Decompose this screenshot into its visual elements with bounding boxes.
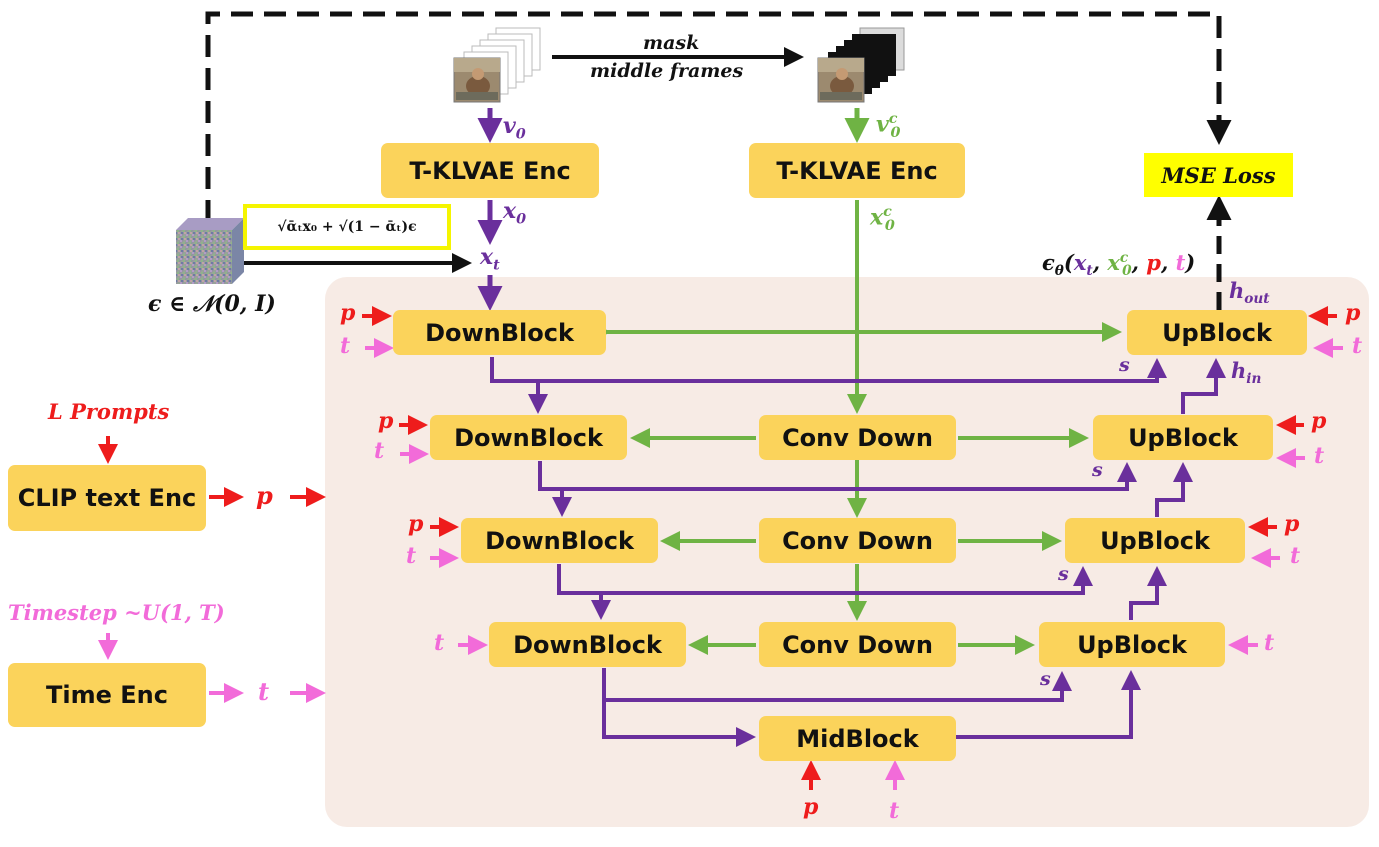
up-block-4-label: UpBlock (1077, 630, 1187, 659)
clip-text-encoder-label: CLIP text Enc (17, 484, 197, 512)
v0c-label: vc0 (876, 111, 901, 141)
vae-encoder-2-label: T-KLVAE Enc (776, 156, 938, 185)
xt-symbol: x (480, 244, 494, 270)
masked-frames-icon (817, 27, 905, 103)
xt-label: xt (480, 244, 500, 274)
v0-symbol: v (503, 113, 516, 139)
up-block-2: UpBlock (1093, 415, 1273, 460)
skip-4 (602, 668, 1072, 702)
skip-1 (490, 357, 1167, 383)
time-encoder-label: Time Enc (46, 681, 168, 709)
s-label-3: s (1058, 563, 1069, 585)
up-block-2-label: UpBlock (1128, 423, 1238, 452)
vae-encoder-1-label: T-KLVAE Enc (409, 156, 571, 185)
output-epsilon: ϵ (1042, 250, 1055, 275)
s-label-2: s (1092, 459, 1103, 481)
video-frames-icon (453, 27, 541, 103)
p-label-up2: p (1311, 408, 1327, 434)
x0c-symbol: x (870, 204, 884, 231)
up2-to-up1 (1181, 358, 1226, 414)
down-block-3: DownBlock (461, 518, 658, 563)
down-block-2: DownBlock (430, 415, 627, 460)
noising-formula: √ᾱₜx₀ + √(1 − ᾱₜ)ϵ (243, 204, 451, 250)
conv-down-2-label: Conv Down (782, 526, 933, 555)
p-label-down2: p (378, 408, 394, 434)
down-block-1: DownBlock (393, 310, 606, 355)
mask-label-line2: middle frames (590, 60, 744, 82)
p-label-down3: p (408, 511, 424, 537)
noise-cube-icon (176, 218, 244, 284)
t-label-up2: t (1314, 443, 1325, 469)
down-block-2-label: DownBlock (454, 423, 603, 452)
h-out-label: hout (1229, 278, 1270, 308)
t-label-down2: t (374, 438, 385, 464)
p-label-down1: p (340, 300, 356, 326)
s-label-4: s (1040, 668, 1051, 690)
h-in-symbol: h (1231, 358, 1247, 383)
up-block-3-label: UpBlock (1100, 526, 1210, 555)
x0-symbol: x (503, 198, 517, 224)
output-expression: ϵθ(xt, xc0, p, t) (1042, 250, 1196, 280)
t-label-time: t (258, 677, 270, 706)
x0c-label: xc0 (870, 204, 895, 234)
time-encoder: Time Enc (8, 663, 206, 727)
up-block-4: UpBlock (1039, 622, 1225, 667)
mid-block-label: MidBlock (796, 724, 919, 753)
up4-to-up3 (1129, 566, 1167, 620)
x0-label: x0 (503, 198, 527, 228)
v0c-symbol: v (876, 111, 889, 138)
mask-label-line1: mask (643, 32, 700, 54)
mse-loss-label: MSE Loss (1161, 162, 1276, 188)
down-block-4-label: DownBlock (513, 630, 662, 659)
vae-encoder-1: T-KLVAE Enc (381, 143, 599, 198)
p-label-up3: p (1284, 511, 1300, 537)
t-label-down3: t (406, 543, 417, 569)
vae-encoder-2: T-KLVAE Enc (749, 143, 965, 198)
up-block-3: UpBlock (1065, 518, 1245, 563)
noising-formula-text: √ᾱₜx₀ + √(1 − ᾱₜ)ϵ (277, 219, 417, 235)
mse-loss-box: MSE Loss (1144, 153, 1293, 197)
down-block-3-label: DownBlock (485, 526, 634, 555)
p-label-clip: p (256, 481, 273, 510)
clip-text-encoder: CLIP text Enc (8, 465, 206, 531)
h-out-symbol: h (1229, 278, 1245, 303)
conv-down-2: Conv Down (759, 518, 956, 563)
up3-to-up2 (1155, 462, 1193, 517)
up-block-1-label: UpBlock (1162, 318, 1272, 347)
noise-distribution-label: ϵ ∈ 𝒩(0, I) (148, 291, 276, 317)
conv-down-3: Conv Down (759, 622, 956, 667)
t-label-up1: t (1352, 333, 1363, 359)
v0-label: v0 (503, 113, 526, 143)
p-label-mid: p (803, 794, 819, 820)
up-block-1: UpBlock (1127, 310, 1307, 355)
conv-down-3-label: Conv Down (782, 630, 933, 659)
down-block-4: DownBlock (489, 622, 686, 667)
conv-down-1-label: Conv Down (782, 423, 933, 452)
conv-down-1: Conv Down (759, 415, 956, 460)
t-label-mid: t (889, 798, 900, 824)
dashed-loss-path (205, 11, 1232, 222)
down-to-mid (602, 700, 756, 747)
t-label-down1: t (340, 333, 351, 359)
t-label-down4: t (434, 630, 445, 656)
h-in-label: hin (1231, 358, 1262, 388)
timestep-label: Timestep ~U(1, T) (8, 600, 225, 625)
skip-2 (538, 461, 1137, 491)
mid-to-up4 (955, 670, 1141, 739)
p-label-up1: p (1345, 300, 1361, 326)
s-label-1: s (1119, 354, 1130, 376)
skip-3 (557, 564, 1093, 595)
down-block-1-label: DownBlock (425, 318, 574, 347)
mid-block: MidBlock (759, 716, 956, 761)
t-label-up4: t (1264, 630, 1275, 656)
t-label-up3: t (1290, 543, 1301, 569)
prompts-label: L Prompts (48, 399, 170, 424)
